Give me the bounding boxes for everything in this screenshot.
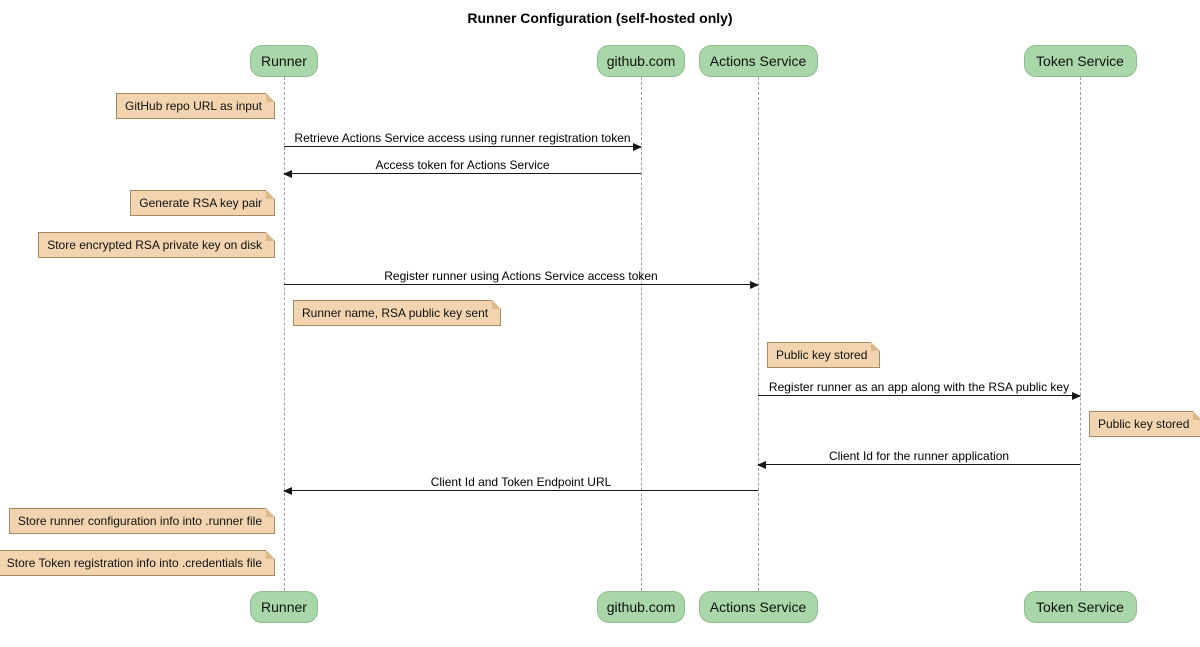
note-fold-icon [266, 508, 275, 517]
note-fold-icon [871, 342, 881, 351]
message-line [284, 146, 641, 147]
message-line [758, 464, 1080, 465]
participant-github-bottom: github.com [597, 591, 685, 623]
note-text: Runner name, RSA public key sent [302, 306, 489, 320]
arrowhead-icon [283, 487, 292, 495]
note-fold-icon [266, 93, 275, 102]
note-text: Store Token registration info into .cred… [6, 556, 262, 570]
note-fold-icon [266, 190, 275, 199]
lifeline-github [641, 77, 642, 591]
message-label: Client Id for the runner application [828, 449, 1010, 463]
diagram-title: Runner Configuration (self-hosted only) [467, 10, 733, 26]
note-fold-icon [266, 232, 275, 241]
note-fold-icon [266, 550, 275, 559]
lifeline-actions [758, 77, 759, 591]
message-line [758, 395, 1080, 396]
lifeline-token [1080, 77, 1081, 591]
note-7: Store runner configuration info into .ru… [8, 508, 275, 534]
message-label: Retrieve Actions Service access using ru… [294, 131, 631, 145]
note-5: Public key stored [767, 342, 881, 368]
message-line [284, 173, 641, 174]
message-line [284, 490, 758, 491]
message-1: Retrieve Actions Service access using ru… [284, 127, 642, 151]
arrowhead-icon [750, 281, 759, 289]
message-4: Register runner as an app along with the… [758, 376, 1081, 400]
note-fold-icon [1193, 411, 1200, 420]
note-text: Public key stored [776, 348, 868, 362]
message-label: Access token for Actions Service [375, 158, 550, 172]
arrowhead-icon [283, 170, 292, 178]
note-8: Store Token registration info into .cred… [0, 550, 275, 576]
arrowhead-icon [1072, 392, 1081, 400]
message-label: Client Id and Token Endpoint URL [430, 475, 612, 489]
note-1: GitHub repo URL as input [116, 93, 275, 119]
lifeline-runner [284, 77, 285, 591]
note-3: Store encrypted RSA private key on disk [38, 232, 275, 258]
participant-github-top: github.com [597, 45, 685, 77]
arrowhead-icon [757, 461, 766, 469]
note-2: Generate RSA key pair [130, 190, 275, 216]
participant-runner-bottom: Runner [250, 591, 318, 623]
message-2: Access token for Actions Service [283, 154, 641, 178]
note-text: Store encrypted RSA private key on disk [47, 238, 262, 252]
note-4: Runner name, RSA public key sent [293, 300, 502, 326]
note-text: Public key stored [1098, 417, 1190, 431]
note-fold-icon [492, 300, 502, 309]
message-line [284, 284, 758, 285]
participant-token-top: Token Service [1023, 45, 1137, 77]
message-label: Register runner using Actions Service ac… [384, 269, 658, 283]
note-text: Store runner configuration info into .ru… [17, 514, 262, 528]
message-5: Client Id for the runner application [757, 445, 1080, 469]
participant-runner-top: Runner [250, 45, 318, 77]
participant-actions-bottom: Actions Service [698, 591, 818, 623]
note-text: Generate RSA key pair [139, 196, 262, 210]
note-text: GitHub repo URL as input [125, 99, 262, 113]
message-6: Client Id and Token Endpoint URL [283, 471, 758, 495]
message-label: Register runner as an app along with the… [768, 380, 1070, 394]
arrowhead-icon [633, 143, 642, 151]
note-6: Public key stored [1089, 411, 1200, 437]
message-3: Register runner using Actions Service ac… [284, 265, 759, 289]
participant-token-bottom: Token Service [1023, 591, 1137, 623]
participant-actions-top: Actions Service [698, 45, 818, 77]
